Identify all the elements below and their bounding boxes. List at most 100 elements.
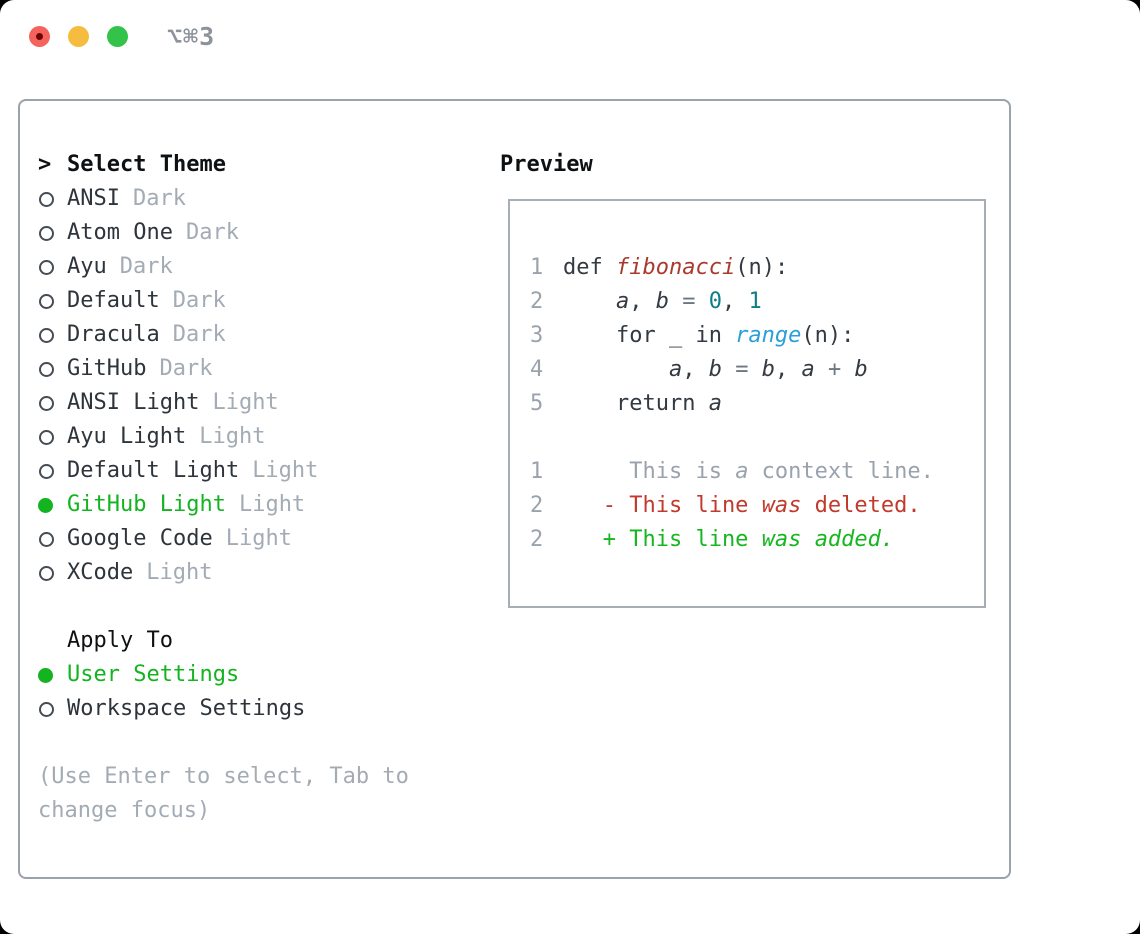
line-number: 2 [530, 289, 544, 314]
radio-selected-icon [38, 497, 67, 513]
line-number [530, 421, 563, 455]
zoom-button[interactable] [107, 26, 128, 47]
theme-option-github[interactable]: GitHub Dark [38, 352, 488, 386]
radio-icon [38, 361, 67, 377]
theme-name: Google Code [67, 526, 213, 551]
theme-name: Ayu Light [67, 424, 187, 449]
code-line: 3 for _ in range(n): [530, 319, 934, 353]
radio-icon [38, 225, 67, 241]
code-line: 2 a, b = 0, 1 [530, 285, 934, 319]
radio-selected-icon [38, 667, 67, 683]
radio-icon [38, 565, 67, 581]
preview-title: Preview [500, 152, 593, 177]
line-number: 5 [530, 391, 544, 416]
line-number: 1 [530, 459, 544, 484]
code-line [530, 421, 934, 455]
select-theme-header: > Select Theme [38, 148, 488, 182]
theme-name: GitHub Light [67, 492, 226, 517]
apply-option-workspace-settings[interactable]: Workspace Settings [38, 692, 488, 726]
line-number: 3 [530, 323, 544, 348]
line-number: 2 [530, 493, 544, 518]
close-button[interactable] [29, 26, 50, 47]
theme-name: Default Light [67, 458, 240, 483]
apply-option-label: User Settings [67, 662, 240, 687]
radio-icon [38, 531, 67, 547]
theme-variant-tag: Dark [172, 288, 226, 313]
code-line-content: + This line was added. [563, 527, 895, 552]
theme-variant-tag: Light [225, 526, 292, 551]
theme-option-ayu[interactable]: Ayu Dark [38, 250, 488, 284]
hint-line: (Use Enter to select, Tab to [38, 764, 409, 789]
theme-variant-tag: Light [146, 560, 213, 585]
theme-option-xcode[interactable]: XCode Light [38, 556, 488, 590]
radio-icon [38, 191, 67, 207]
line-number: 2 [530, 527, 544, 552]
theme-name: Dracula [67, 322, 160, 347]
line-number: 4 [530, 357, 544, 382]
theme-name: GitHub [67, 356, 147, 381]
minimize-button[interactable] [68, 26, 89, 47]
theme-name: XCode [67, 560, 134, 585]
theme-option-atom-one[interactable]: Atom One Dark [38, 216, 488, 250]
spacer [38, 590, 488, 624]
apply-option-label: Workspace Settings [67, 696, 306, 721]
theme-variant-tag: Dark [119, 254, 173, 279]
theme-variant-tag: Dark [172, 322, 226, 347]
theme-option-google-code[interactable]: Google Code Light [38, 522, 488, 556]
code-line: 4 a, b = b, a + b [530, 353, 934, 387]
select-theme-title: Select Theme [67, 152, 226, 177]
apply-to-title: Apply To [67, 628, 173, 653]
window-title: ⌥⌘3 [167, 22, 216, 51]
code-line: 2 + This line was added. [530, 523, 934, 557]
hint-line: change focus) [38, 798, 211, 823]
radio-icon [38, 259, 67, 275]
apply-option-user-settings[interactable]: User Settings [38, 658, 488, 692]
theme-variant-tag: Dark [159, 356, 213, 381]
code-line: 5 return a [530, 387, 934, 421]
code-line-content: This is a context line. [563, 459, 934, 484]
radio-icon [38, 701, 67, 717]
theme-option-ayu-light[interactable]: Ayu Light Light [38, 420, 488, 454]
theme-name: ANSI Light [67, 390, 200, 415]
radio-icon [38, 395, 67, 411]
theme-variant-tag: Dark [132, 186, 186, 211]
radio-icon [38, 429, 67, 445]
radio-icon [38, 293, 67, 309]
code-line-content: return a [563, 391, 722, 416]
theme-option-dracula[interactable]: Dracula Dark [38, 318, 488, 352]
theme-name: Default [67, 288, 160, 313]
code-line-content: def fibonacci(n): [563, 255, 789, 280]
theme-variant-tag: Light [238, 492, 306, 517]
theme-option-default-light[interactable]: Default Light Light [38, 454, 488, 488]
theme-name: Ayu [67, 254, 107, 279]
spacer [38, 726, 488, 760]
apply-to-header: Apply To [38, 624, 488, 658]
theme-option-default[interactable]: Default Dark [38, 284, 488, 318]
prompt-icon: > [38, 152, 52, 177]
theme-variant-tag: Light [212, 390, 279, 415]
code-line: 1 This is a context line. [530, 455, 934, 489]
code-line: 2 - This line was deleted. [530, 489, 934, 523]
theme-option-github-light[interactable]: GitHub Light Light [38, 488, 488, 522]
code-line: 1 def fibonacci(n): [530, 251, 934, 285]
line-number: 1 [530, 255, 544, 280]
code-line-content: for _ in range(n): [563, 323, 855, 348]
theme-variant-tag: Light [252, 458, 319, 483]
code-line-content: a, b = 0, 1 [615, 289, 762, 314]
keyboard-hint: (Use Enter to select, Tab to change focus… [38, 760, 488, 828]
radio-icon [38, 463, 67, 479]
code-line-content: - This line was deleted. [563, 493, 921, 518]
theme-name: Atom One [67, 220, 173, 245]
theme-variant-tag: Dark [185, 220, 239, 245]
theme-variant-tag: Light [199, 424, 266, 449]
theme-option-ansi-light[interactable]: ANSI Light Light [38, 386, 488, 420]
radio-icon [38, 327, 67, 343]
code-line-content: a, b = b, a + b [668, 357, 868, 382]
